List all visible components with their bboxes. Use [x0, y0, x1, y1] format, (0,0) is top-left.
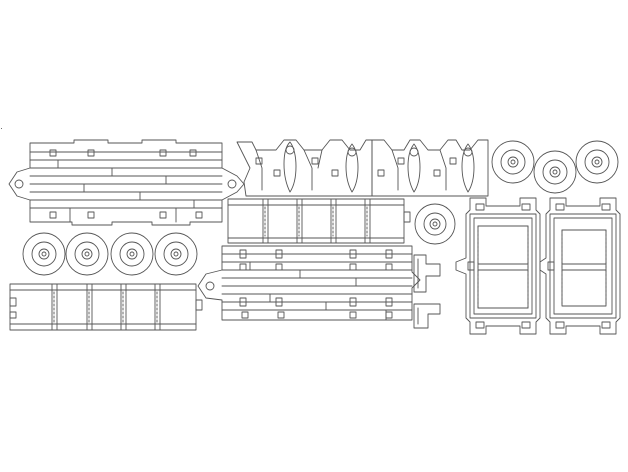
deck-panel-left — [9, 140, 244, 225]
corner-mark: · — [0, 123, 3, 133]
wheel-bottom-3 — [111, 233, 153, 275]
deck-panel-center — [198, 246, 420, 320]
wheel-bottom-1 — [23, 233, 65, 275]
hook-piece-lower — [414, 304, 440, 328]
wheel-top-1 — [492, 141, 534, 183]
wheel-top-2 — [534, 151, 576, 193]
frame-section-upper — [228, 199, 410, 243]
wheel-center — [415, 204, 455, 244]
wheel-bottom-2 — [66, 233, 108, 275]
frame-section-lower — [10, 284, 202, 330]
end-frame-left — [456, 198, 540, 334]
hook-piece-upper — [414, 255, 440, 292]
end-frame-right — [540, 198, 620, 334]
wheel-top-3 — [576, 141, 618, 183]
tower-piece-left — [237, 140, 372, 196]
wheel-bottom-4 — [155, 233, 197, 275]
tower-piece-right — [372, 140, 488, 196]
